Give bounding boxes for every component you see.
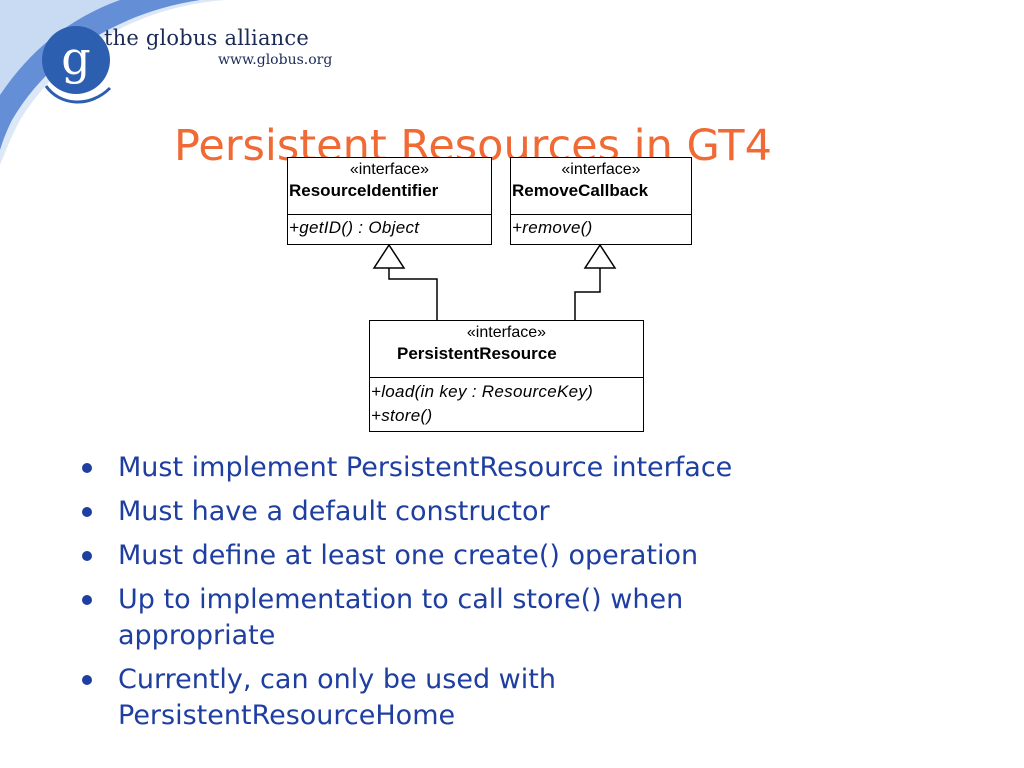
uml-operation: +store(): [371, 406, 433, 425]
bullet-item: Must have a default constructor: [80, 494, 940, 530]
globus-logo-icon: g: [42, 26, 112, 104]
bullet-text: Must have a default constructor: [118, 496, 550, 527]
uml-class-name: PersistentResource: [397, 344, 557, 363]
bullet-item: Must implement PersistentResource interf…: [80, 450, 940, 486]
bullet-dot-icon: [82, 463, 92, 473]
bullet-dot-icon: [82, 551, 92, 561]
uml-class-resource-identifier: «interface» ResourceIdentifier +getID() …: [287, 157, 492, 245]
bullet-dot-icon: [82, 507, 92, 517]
uml-class-name: RemoveCallback: [512, 181, 649, 200]
brand-url: www.globus.org: [218, 52, 333, 68]
bullet-dot-icon: [82, 675, 92, 685]
bullet-text: Must define at least one create() operat…: [118, 540, 699, 571]
uml-stereotype: «interface»: [466, 324, 547, 341]
uml-class-remove-callback: «interface» RemoveCallback +remove(): [510, 157, 692, 245]
generalization-arrowhead-right: [583, 243, 617, 269]
uml-stereotype: «interface»: [561, 161, 641, 178]
uml-class-name: ResourceIdentifier: [289, 181, 439, 200]
generalization-arrowhead-left: [372, 243, 406, 269]
uml-operation: +remove(): [512, 218, 593, 237]
bullet-list: Must implement PersistentResource interf…: [80, 450, 940, 742]
uml-class-header: «interface» PersistentResource: [370, 321, 643, 378]
uml-operation: +load(in key : ResourceKey): [371, 382, 594, 401]
connector-to-remove-callback: [574, 268, 601, 320]
brand-name: the globus alliance: [104, 26, 309, 50]
uml-stereotype: «interface»: [349, 161, 430, 178]
uml-operation: +getID() : Object: [289, 218, 420, 237]
bullet-text: Currently, can only be used with Persist…: [118, 664, 556, 731]
bullet-text: Up to implementation to call store() whe…: [118, 584, 684, 651]
logo-glyph: g: [61, 31, 90, 85]
uml-class-persistent-resource: «interface» PersistentResource +load(in …: [369, 320, 644, 432]
bullet-text: Must implement PersistentResource interf…: [118, 452, 733, 483]
bullet-item: Must define at least one create() operat…: [80, 538, 940, 574]
bullet-item: Up to implementation to call store() whe…: [80, 582, 818, 654]
connector-to-resource-identifier: [388, 268, 438, 320]
uml-class-header: «interface» RemoveCallback: [511, 158, 691, 215]
bullet-item: Currently, can only be used with Persist…: [80, 662, 678, 734]
uml-class-header: «interface» ResourceIdentifier: [288, 158, 491, 215]
bullet-dot-icon: [82, 595, 92, 605]
